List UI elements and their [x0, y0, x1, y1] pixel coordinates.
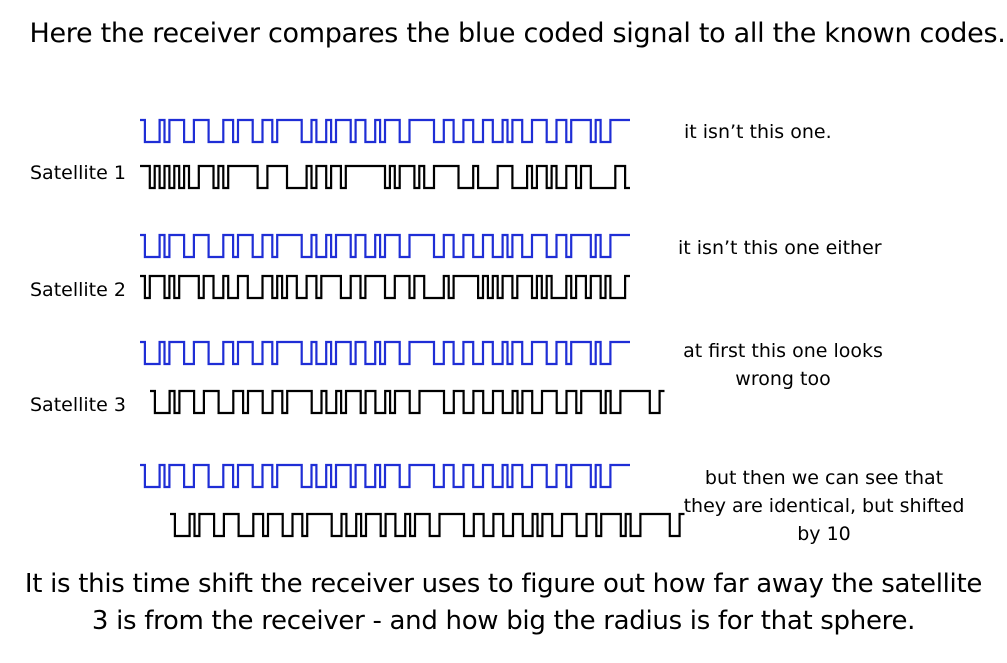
code-shifted-match — [170, 512, 685, 538]
code-satellite-3 — [150, 389, 665, 415]
conclusion-line1: but then we can see that — [704, 467, 944, 489]
satellite-2-label: Satellite 2 — [30, 279, 126, 301]
satellite-3-note-line2: wrong too — [735, 368, 831, 390]
conclusion-note: but then we can see that they are identi… — [682, 464, 966, 548]
footer-line2: 3 is from the receiver - and how big the… — [91, 606, 916, 636]
satellite-1-label: Satellite 1 — [30, 162, 126, 184]
code-satellite-2 — [140, 274, 630, 300]
satellite-3-note-line1: at first this one looks — [683, 340, 883, 362]
satellite-3-note: at first this one looks wrong too — [678, 337, 888, 393]
footer-line1: It is this time shift the receiver uses … — [24, 569, 983, 599]
satellite-1-note: it isn’t this one. — [684, 121, 832, 143]
footer-text: It is this time shift the receiver uses … — [0, 566, 1007, 640]
blue-signal-4 — [140, 463, 630, 489]
conclusion-line3: by 10 — [797, 523, 851, 545]
page-title: Here the receiver compares the blue code… — [29, 18, 1006, 49]
satellite-3-label: Satellite 3 — [30, 394, 126, 416]
blue-signal-2 — [140, 233, 630, 259]
conclusion-line2: they are identical, but shifted — [683, 495, 965, 517]
blue-signal-3 — [140, 340, 630, 366]
satellite-2-note: it isn’t this one either — [678, 237, 882, 259]
code-satellite-1 — [140, 164, 630, 190]
blue-signal-1 — [140, 118, 630, 144]
